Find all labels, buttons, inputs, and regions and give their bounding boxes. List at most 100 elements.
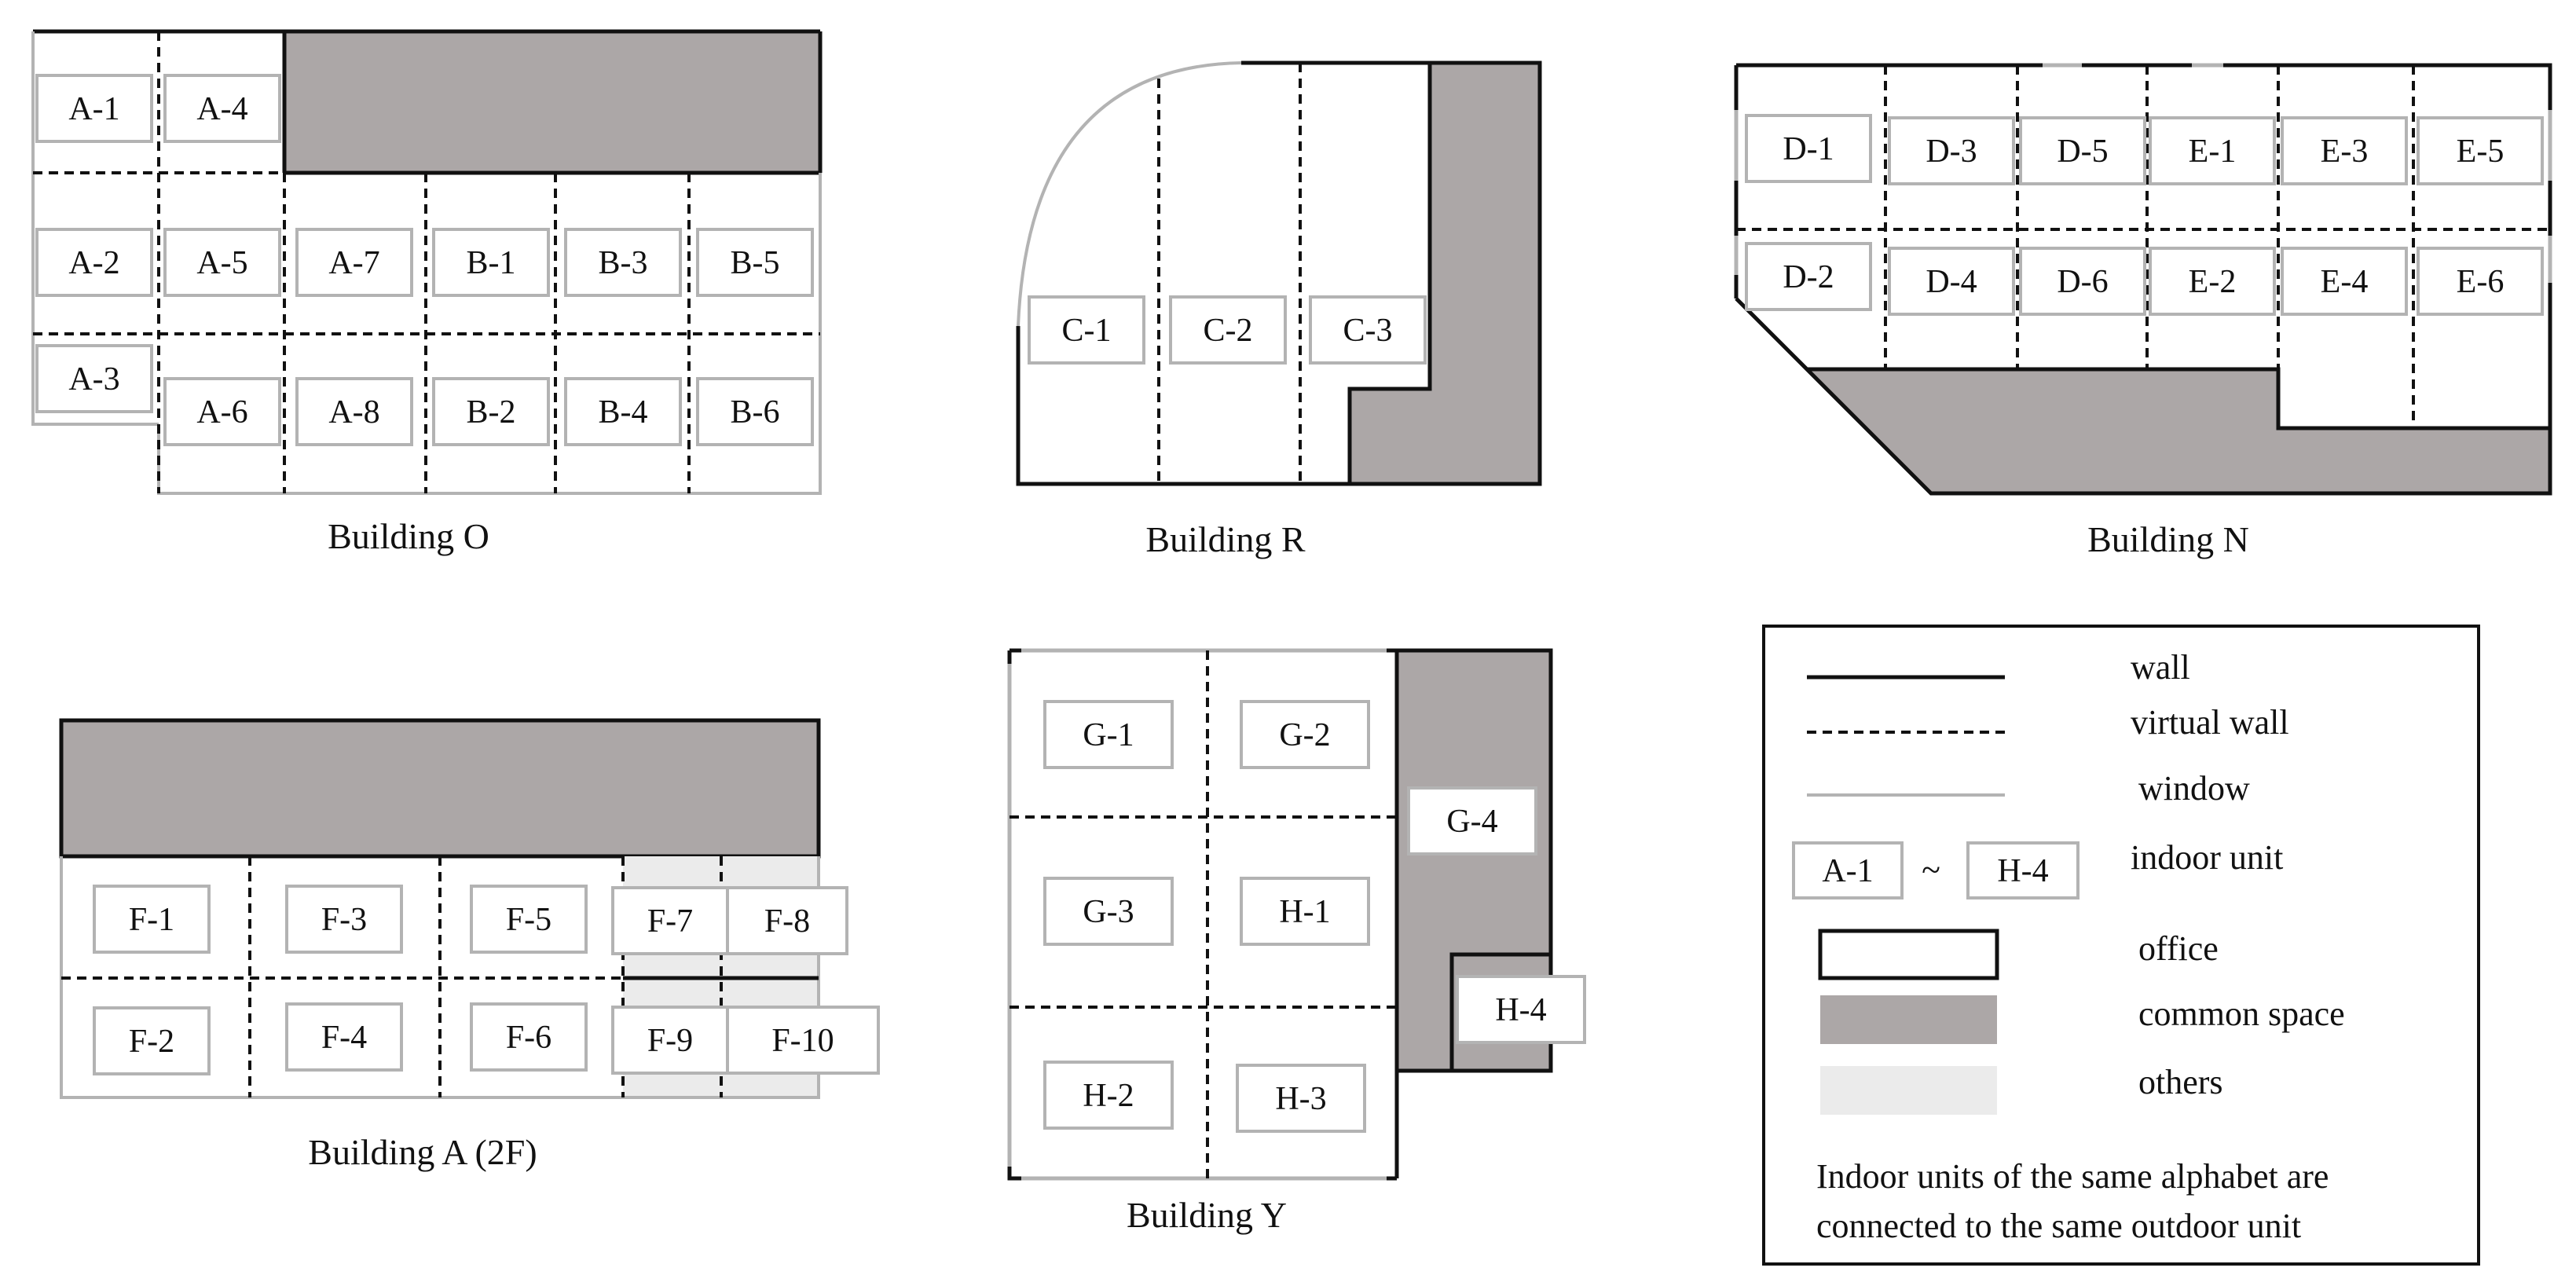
- svg-text:F-6: F-6: [506, 1020, 551, 1056]
- svg-text:D-3: D-3: [1926, 134, 1977, 170]
- building-n: Building N: [1734, 63, 2552, 559]
- svg-text:B-4: B-4: [599, 394, 648, 430]
- building-caption: Building A (2F): [308, 1132, 537, 1172]
- indoor-unit-e-1: E-1: [2149, 116, 2276, 185]
- svg-text:F-8: F-8: [764, 903, 810, 940]
- wall: [1016, 60, 1542, 486]
- legend-indoor-unit-label: indoor unit: [2131, 838, 2283, 877]
- indoor-unit-f-6: F-6: [470, 1002, 588, 1072]
- svg-text:F-9: F-9: [647, 1023, 693, 1059]
- indoor-unit-f-7: F-7: [611, 886, 729, 955]
- legend-others-swatch: [1820, 1066, 1997, 1115]
- svg-text:F-3: F-3: [321, 902, 367, 938]
- indoor-unit-h-2: H-2: [1043, 1061, 1174, 1130]
- indoor-unit-g-4: G-4: [1407, 786, 1537, 856]
- indoor-unit-b-3: B-3: [564, 228, 682, 297]
- wall: [1347, 63, 1432, 484]
- svg-text:D-4: D-4: [1926, 264, 1977, 300]
- svg-text:F-2: F-2: [129, 1024, 174, 1060]
- svg-text:E-3: E-3: [2321, 134, 2369, 170]
- indoor-unit-d-2: D-2: [1745, 242, 1872, 311]
- indoor-unit-f-9: F-9: [611, 1006, 729, 1075]
- common-space-area: [1807, 369, 2550, 493]
- indoor-units-building-r: C-1 C-2 C-3: [1028, 295, 1427, 365]
- svg-text:E-5: E-5: [2457, 134, 2505, 170]
- indoor-unit-b-1: B-1: [432, 228, 550, 297]
- indoor-units-building-a-2f: F-1 F-3 F-5 F-7 F-8 F-2 F-4 F-6 F-9 F-10: [93, 885, 880, 1075]
- indoor-unit-b-4: B-4: [564, 377, 682, 446]
- indoor-unit-e-4: E-4: [2281, 247, 2408, 316]
- svg-text:A-1: A-1: [1822, 853, 1873, 889]
- indoor-unit-f-1: F-1: [93, 885, 211, 954]
- window: [1017, 61, 1242, 327]
- svg-text:A-4: A-4: [196, 91, 247, 127]
- indoor-unit-c-2: C-2: [1169, 295, 1287, 365]
- svg-text:F-10: F-10: [771, 1023, 834, 1059]
- indoor-unit-d-6: D-6: [2019, 247, 2146, 316]
- building-r: Building R: [1016, 60, 1542, 559]
- svg-text:A-3: A-3: [68, 361, 119, 398]
- svg-text:B-1: B-1: [467, 245, 516, 281]
- indoor-unit-g-2: G-2: [1240, 700, 1370, 769]
- indoor-unit-a-5: A-5: [163, 228, 281, 297]
- legend-window-label: window: [2138, 769, 2250, 808]
- indoor-unit-b-2: B-2: [432, 377, 550, 446]
- indoor-unit-c-1: C-1: [1028, 295, 1145, 365]
- svg-text:D-2: D-2: [1783, 259, 1834, 295]
- svg-text:G-1: G-1: [1083, 717, 1134, 753]
- svg-text:C-1: C-1: [1062, 313, 1112, 349]
- svg-text:G-4: G-4: [1446, 804, 1497, 840]
- legend-unit-from: A-1: [1792, 841, 1904, 899]
- svg-text:D-5: D-5: [2057, 134, 2108, 170]
- indoor-unit-c-3: C-3: [1309, 295, 1427, 365]
- svg-text:F-1: F-1: [129, 902, 174, 938]
- svg-text:H-1: H-1: [1279, 894, 1330, 930]
- common-space-area: [284, 31, 820, 173]
- window: [31, 31, 159, 426]
- indoor-unit-d-5: D-5: [2019, 116, 2146, 185]
- indoor-units-building-o: A-1 A-4 A-2 A-5 A-7 B-1 B-3 B-5 A-3 A-6 …: [35, 74, 814, 446]
- legend-others-label: others: [2138, 1063, 2223, 1101]
- indoor-units-building-y: G-1 G-2 G-3 H-1 G-4 H-4 H-2 H-3: [1043, 700, 1586, 1133]
- legend-note-line-1: Indoor units of the same alphabet are: [1816, 1157, 2329, 1196]
- svg-text:A-5: A-5: [196, 245, 247, 281]
- building-caption: Building O: [328, 516, 489, 556]
- indoor-unit-d-4: D-4: [1888, 247, 2015, 316]
- indoor-unit-g-1: G-1: [1043, 700, 1174, 769]
- building-o: Building O: [31, 29, 823, 556]
- indoor-units-building-n: D-1 D-3 D-5 E-1 E-3 E-5 D-2 D-4 D-6 E-2 …: [1745, 114, 2544, 316]
- building-caption: Building N: [2087, 519, 2249, 559]
- svg-text:G-2: G-2: [1279, 717, 1330, 753]
- building-caption: Building Y: [1127, 1195, 1287, 1235]
- indoor-unit-a-3: A-3: [35, 344, 153, 413]
- svg-text:E-6: E-6: [2457, 264, 2505, 300]
- virtual-walls: [1157, 63, 1302, 484]
- indoor-unit-a-2: A-2: [35, 228, 153, 297]
- wall: [1394, 648, 1553, 1073]
- virtual-walls: [1010, 650, 1397, 1178]
- common-space-area: [59, 718, 821, 859]
- svg-text:H-4: H-4: [1495, 992, 1546, 1028]
- indoor-unit-a-1: A-1: [35, 74, 153, 143]
- indoor-unit-b-5: B-5: [696, 228, 814, 297]
- indoor-unit-h-1: H-1: [1240, 877, 1370, 946]
- legend-tilde: ~: [1922, 851, 1940, 889]
- svg-text:A-7: A-7: [328, 245, 379, 281]
- indoor-unit-d-3: D-3: [1888, 116, 2015, 185]
- indoor-unit-d-1: D-1: [1745, 114, 1872, 183]
- windows: [1007, 648, 1387, 1181]
- svg-text:F-5: F-5: [506, 902, 551, 938]
- indoor-unit-f-10: F-10: [726, 1006, 880, 1075]
- svg-text:D-6: D-6: [2057, 264, 2108, 300]
- indoor-unit-a-6: A-6: [163, 377, 281, 446]
- svg-text:B-3: B-3: [599, 245, 648, 281]
- svg-text:H-4: H-4: [1997, 853, 2048, 889]
- indoor-unit-f-5: F-5: [470, 885, 588, 954]
- indoor-unit-f-2: F-2: [93, 1006, 211, 1075]
- svg-text:A-8: A-8: [328, 394, 379, 430]
- svg-text:B-2: B-2: [467, 394, 516, 430]
- legend-unit-to: H-4: [1966, 841, 2079, 899]
- indoor-unit-h-4: H-4: [1456, 975, 1586, 1044]
- legend-virtual-wall-label: virtual wall: [2131, 703, 2289, 742]
